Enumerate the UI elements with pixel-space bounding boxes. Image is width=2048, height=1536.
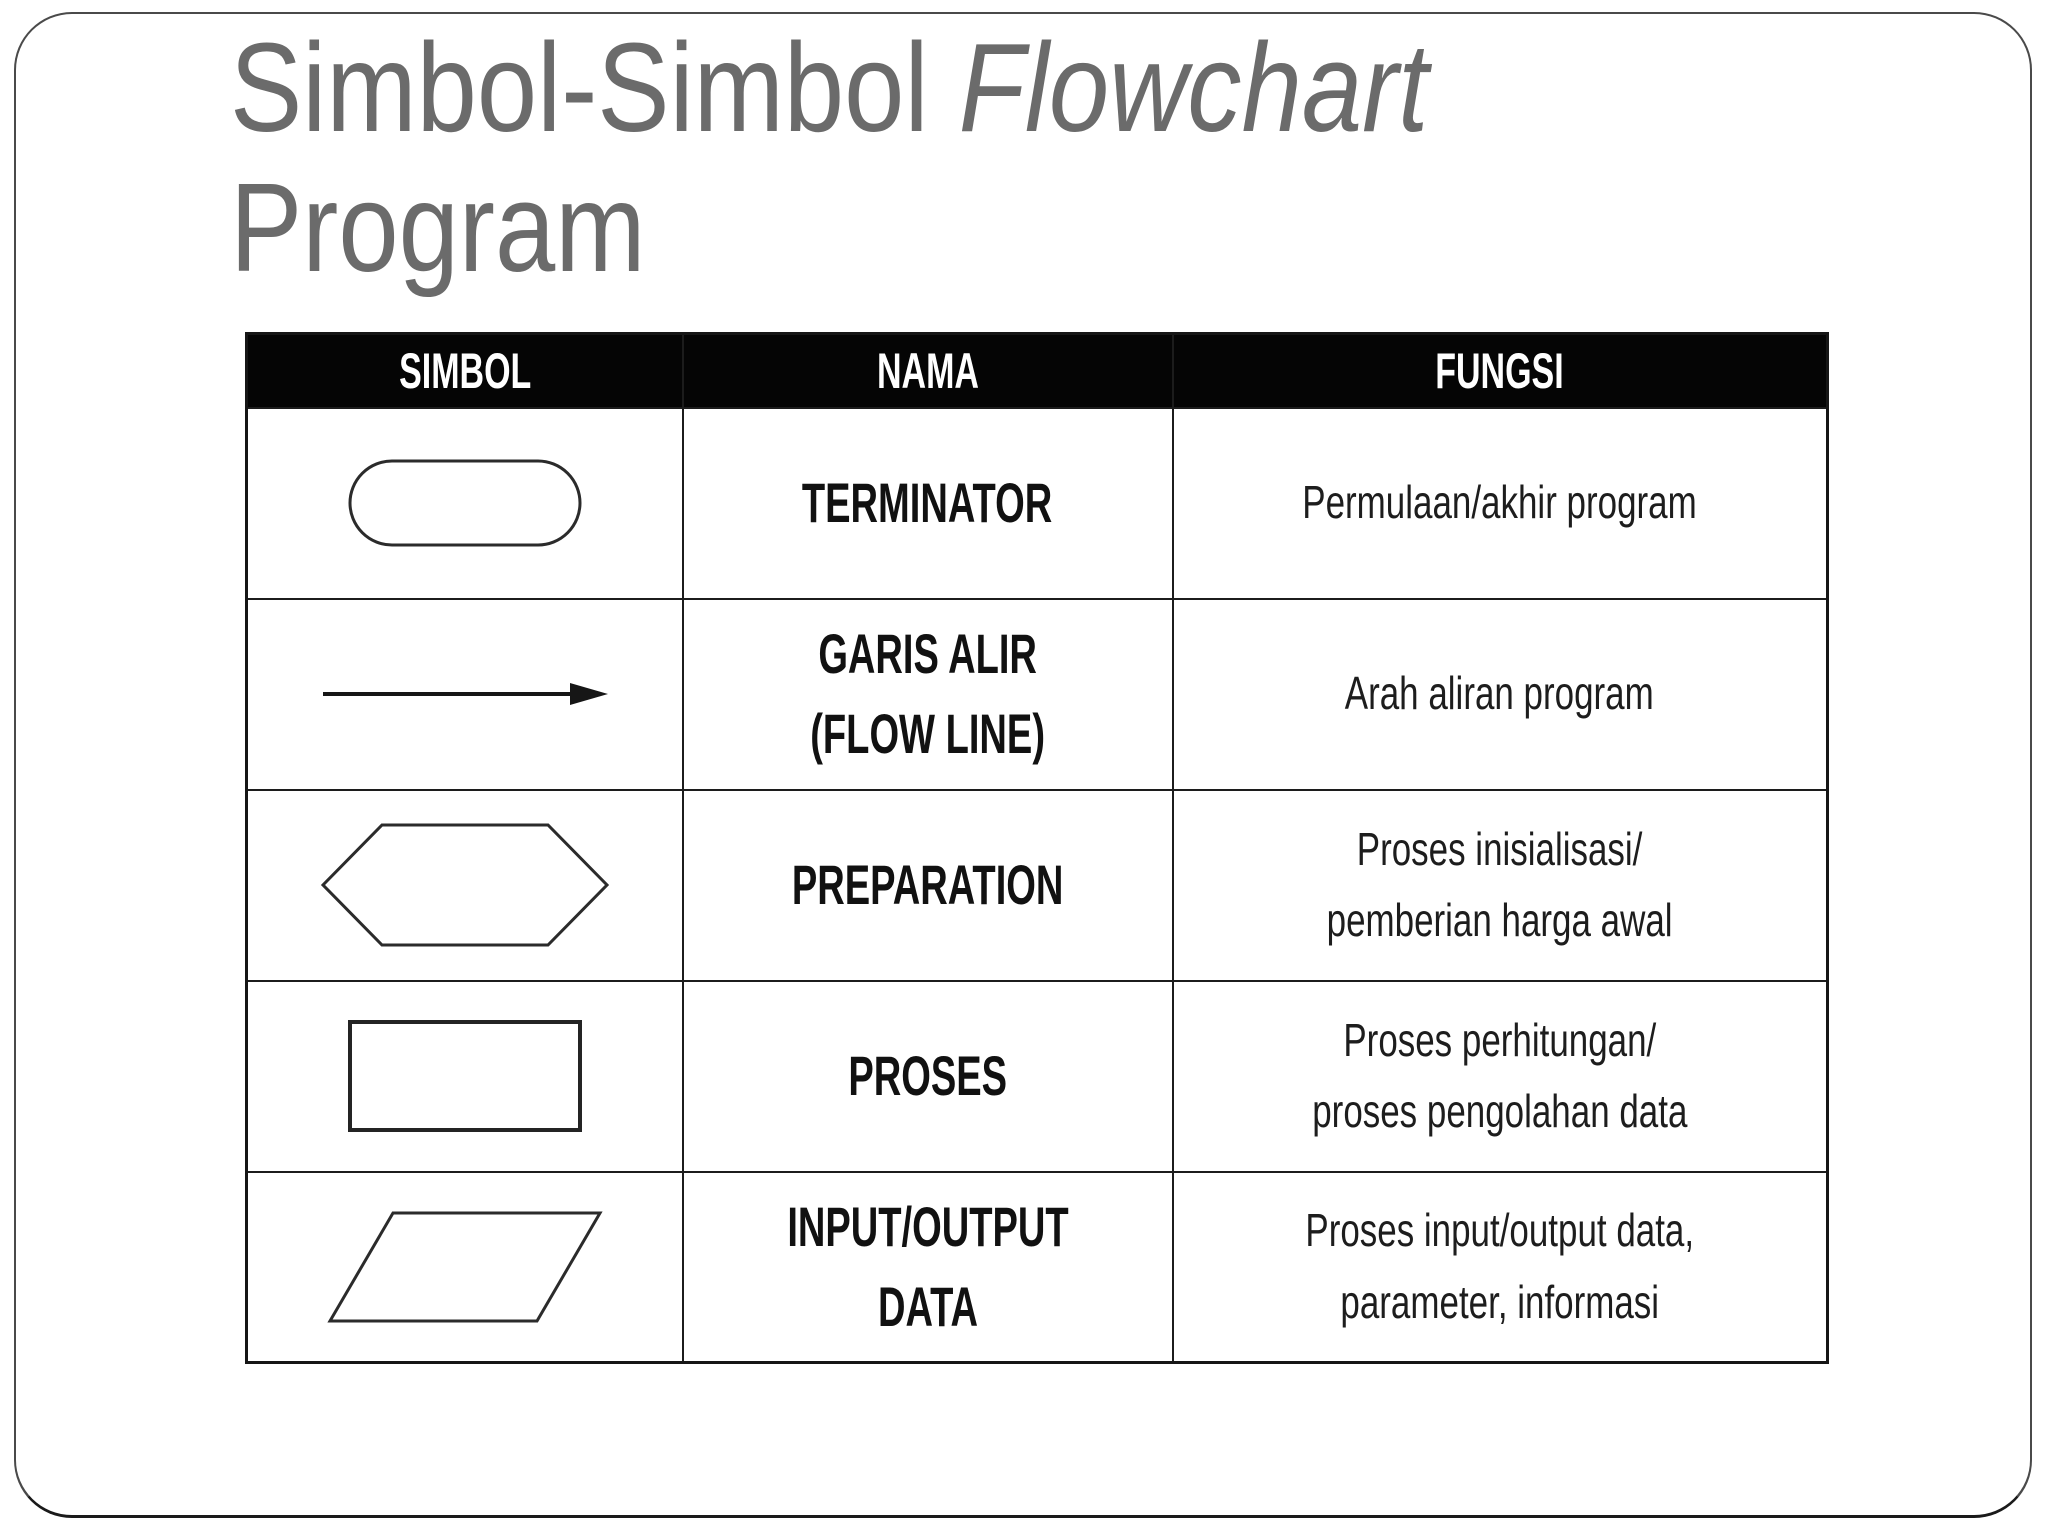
title-regular: Simbol-Simbol <box>230 17 959 158</box>
nama-cell: PROSES <box>681 979 1174 1173</box>
table-header-fungsi: FUNGSI <box>1171 332 1829 409</box>
input-output-parallelogram-icon <box>327 1211 603 1323</box>
symbol-cell <box>245 979 684 1173</box>
nama-cell: PREPARATION <box>681 788 1174 982</box>
flowchart-symbol-table: SIMBOL NAMA FUNGSI TERMINATOR Permulaan/… <box>245 332 1829 1364</box>
fungsi-cell: Proses input/output data, parameter, inf… <box>1171 1170 1829 1364</box>
table-header-nama: NAMA <box>681 332 1174 409</box>
page-title: Simbol-Simbol Flowchart Program <box>230 18 1428 298</box>
symbol-cell <box>245 1170 684 1364</box>
fungsi-cell: Proses inisialisasi/ pemberian harga awa… <box>1171 788 1829 982</box>
nama-cell: GARIS ALIR (FLOW LINE) <box>681 597 1174 791</box>
terminator-icon <box>348 459 582 547</box>
title-line-2: Program <box>230 157 646 298</box>
nama-cell: INPUT/OUTPUT DATA <box>681 1170 1174 1364</box>
fungsi-cell: Permulaan/akhir program <box>1171 406 1829 600</box>
fungsi-cell: Proses perhitungan/ proses pengolahan da… <box>1171 979 1829 1173</box>
title-italic: Flowchart <box>958 17 1429 158</box>
symbol-cell <box>245 406 684 600</box>
preparation-hexagon-icon <box>320 823 609 947</box>
table-header-simbol: SIMBOL <box>245 332 684 409</box>
table-row-terminator: TERMINATOR Permulaan/akhir program <box>245 406 1829 600</box>
table-header-row: SIMBOL NAMA FUNGSI <box>245 332 1829 409</box>
table-row-proses: PROSES Proses perhitungan/ proses pengol… <box>245 979 1829 1173</box>
symbol-cell <box>245 597 684 791</box>
fungsi-cell: Arah aliran program <box>1171 597 1829 791</box>
symbol-cell <box>245 788 684 982</box>
process-rectangle-icon <box>347 1020 582 1132</box>
nama-cell: TERMINATOR <box>681 406 1174 600</box>
flow-line-arrow-icon <box>322 683 608 705</box>
table-row-input-output: INPUT/OUTPUT DATA Proses input/output da… <box>245 1170 1829 1364</box>
title-line-1: Simbol-Simbol Flowchart <box>230 18 1428 158</box>
table-row-preparation: PREPARATION Proses inisialisasi/ pemberi… <box>245 788 1829 982</box>
table-row-garis-alir: GARIS ALIR (FLOW LINE) Arah aliran progr… <box>245 597 1829 791</box>
